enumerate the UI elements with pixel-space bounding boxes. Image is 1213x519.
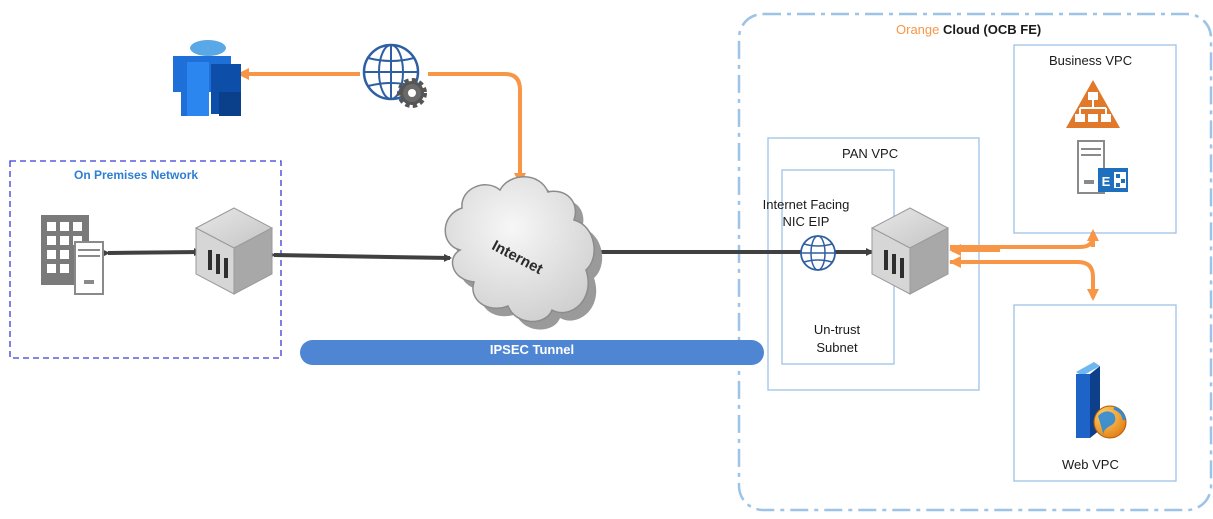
pan-vpc-label: PAN VPC xyxy=(842,146,899,161)
firewall-icon xyxy=(194,207,274,295)
globe-gear-icon xyxy=(362,43,427,108)
link-building-firewall xyxy=(101,248,202,258)
on-premises-label: On Premises Network xyxy=(74,168,199,182)
business-vpc-box xyxy=(1013,44,1177,234)
globe-icon xyxy=(800,235,836,271)
orange-brand-text: Orange xyxy=(896,22,940,37)
ipsec-tunnel-bar xyxy=(300,340,764,365)
exchange-server-icon: E xyxy=(1077,140,1128,194)
building-server-icon xyxy=(41,215,104,295)
orange-cloud-title: Orange Cloud (OCB FE) xyxy=(896,22,1041,38)
web-vpc-label: Web VPC xyxy=(1062,457,1119,472)
cloud-icon: Internet xyxy=(444,176,603,330)
pan-firewall-icon xyxy=(870,207,950,295)
nic-eip-label: Internet Facing NIC EIP xyxy=(762,197,850,229)
ipsec-tunnel-label: IPSEC Tunnel xyxy=(489,342,575,357)
orange-arrow-internet xyxy=(428,72,526,185)
network-hierarchy-icon xyxy=(1066,80,1120,128)
web-server-icon xyxy=(1076,362,1127,439)
cloud-title-rest: Cloud (OCB FE) xyxy=(939,22,1042,37)
business-vpc-label: Business VPC xyxy=(1049,53,1133,68)
user-icon xyxy=(173,40,241,116)
untrust-subnet-label: Un-trust Subnet xyxy=(813,322,861,355)
orange-arrow-web xyxy=(950,260,1099,301)
svg-text:E: E xyxy=(1102,174,1111,189)
orange-cloud-boundary xyxy=(737,12,1213,512)
on-premises-boundary xyxy=(9,160,282,359)
link-firewall-internet xyxy=(267,250,452,262)
